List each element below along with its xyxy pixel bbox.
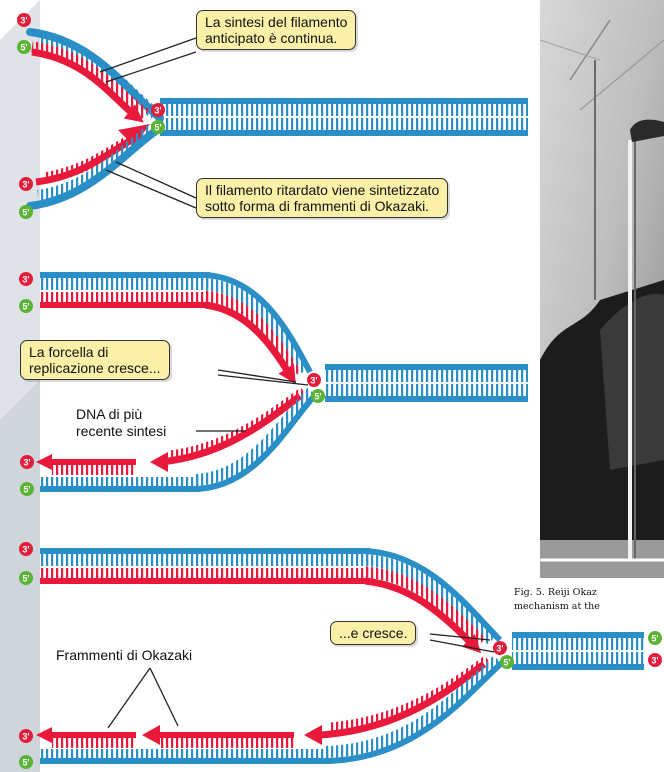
base-pairs [512,638,644,650]
callout-keeps-growing: ...e cresce. [330,621,416,645]
callout-text-line: La forcella di [29,344,161,360]
parental-strand [40,486,200,492]
okazaki-fragment [48,732,136,738]
badge-label: 5' [22,758,29,768]
label-new-dna-line-1: DNA di più [76,406,142,423]
badge: 5' [151,120,165,134]
badge: 3' [648,653,662,667]
leader-line [106,52,196,82]
arrow-head [150,452,168,472]
badge-label: 5' [154,123,161,133]
badge-label: 3' [22,545,29,555]
badge: 3' [19,729,33,743]
leader-line [150,668,178,726]
badge: 5' [20,482,34,496]
badge-label: 3' [496,644,503,654]
base-pairs [160,118,528,130]
callout-leading-strand: La sintesi del filamento anticipato è co… [196,10,356,50]
badge: 3' [19,177,33,191]
duplex-strand [512,664,644,670]
okazaki-fragment [156,732,294,738]
badge: 5' [19,205,33,219]
base-pairs [40,292,210,302]
callout-text-line: sotto forma di frammenti di Okazaki. [205,198,439,214]
duplex-strand [512,632,644,638]
badge: 5' [19,571,33,585]
base-pairs [52,465,136,475]
base-pairs [160,738,294,748]
photo-caption-line-1: Fig. 5. Reiji Okaz [514,586,597,599]
badge: 3' [19,542,33,556]
okazaki-fragment [46,459,136,465]
badge-label: 3' [22,732,29,742]
badge-label: 3' [22,275,29,285]
badge-label: 3' [310,376,317,386]
base-pairs [325,370,528,382]
base-pairs [512,652,644,664]
badge-label: 3' [23,458,30,468]
leading-strand [40,302,210,308]
badge-label: 5' [22,302,29,312]
badge-label: 5' [503,658,510,668]
badge-label: 5' [20,43,27,53]
badge: 3' [19,272,33,286]
callout-text-line: ...e cresce. [339,625,407,641]
badge-label: 5' [651,634,658,644]
base-pairs [40,568,370,578]
label-new-dna-line-2: recente sintesi [76,423,166,440]
base-pairs [40,749,330,759]
leading-strand [40,578,370,584]
label-okazaki-fragments: Frammenti di Okazaki [56,647,192,664]
badge: 5' [17,40,31,54]
duplex-strand [160,130,528,136]
callout-text-line: replicazione cresce... [29,360,161,376]
badge-label: 3' [651,656,658,666]
base-pairs [40,554,370,566]
parental-strand [40,272,210,278]
badge: 5' [311,389,325,403]
parental-strand [40,548,370,554]
leader-lines [100,38,494,728]
parental-strand [40,758,330,764]
base-pairs [160,104,528,116]
leader-line [108,668,150,728]
badge: 5' [500,655,514,669]
leader-line [100,38,196,72]
badge: 3' [17,13,31,27]
badge: 3' [151,103,165,117]
base-pairs [40,278,210,290]
badge-label: 3' [22,180,29,190]
badge: 5' [648,631,662,645]
arrow-head [304,725,322,745]
photo-caption-line-2: mechanism at the [514,600,600,613]
portrait-photo [540,0,664,578]
base-pairs [325,384,528,396]
badge: 3' [20,455,34,469]
leader-line [106,170,196,208]
duplex-strand [160,98,528,104]
duplex-strand [325,364,528,370]
badge: 5' [19,755,33,769]
base-pairs [40,477,200,487]
duplex-strand [325,396,528,402]
callout-lagging-strand: Il filamento ritardato viene sintetizzat… [196,178,448,218]
badge-label: 5' [22,208,29,218]
photo-image [540,0,664,578]
callout-text-line: La sintesi del filamento [205,14,347,30]
badge: 3' [493,641,507,655]
leader-line [430,640,494,652]
badge-label: 5' [23,485,30,495]
leader-line [116,162,196,198]
badge: 5' [19,299,33,313]
callout-text-line: Il filamento ritardato viene sintetizzat… [205,182,439,198]
callout-text-line: anticipato è continua. [205,30,347,46]
badge-label: 5' [22,574,29,584]
badge-label: 3' [20,16,27,26]
base-pairs [52,738,136,748]
callout-fork-grows: La forcella di replicazione cresce... [20,340,170,380]
badge: 3' [307,373,321,387]
badge-label: 5' [314,392,321,402]
badge-label: 3' [154,106,161,116]
arrow-head [142,725,160,745]
